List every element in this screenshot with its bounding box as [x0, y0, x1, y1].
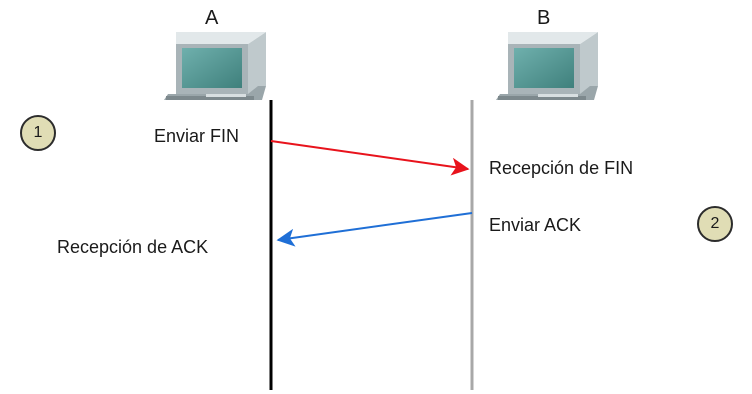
step-badge-2: 2	[697, 206, 733, 242]
computer-icon	[496, 32, 598, 100]
ack-arrow	[276, 212, 473, 247]
send-ack-label: Enviar ACK	[489, 215, 582, 235]
computer-icon	[164, 32, 266, 100]
receive-ack-label: Recepción de ACK	[57, 237, 209, 257]
receive-fin-label: Recepción de FIN	[489, 158, 634, 178]
fin-arrow	[270, 140, 470, 176]
host-b-label: B	[537, 7, 551, 29]
step-badge-1: 1	[20, 115, 56, 151]
host-a-label: A	[205, 7, 219, 29]
send-fin-label: Enviar FIN	[154, 126, 240, 146]
